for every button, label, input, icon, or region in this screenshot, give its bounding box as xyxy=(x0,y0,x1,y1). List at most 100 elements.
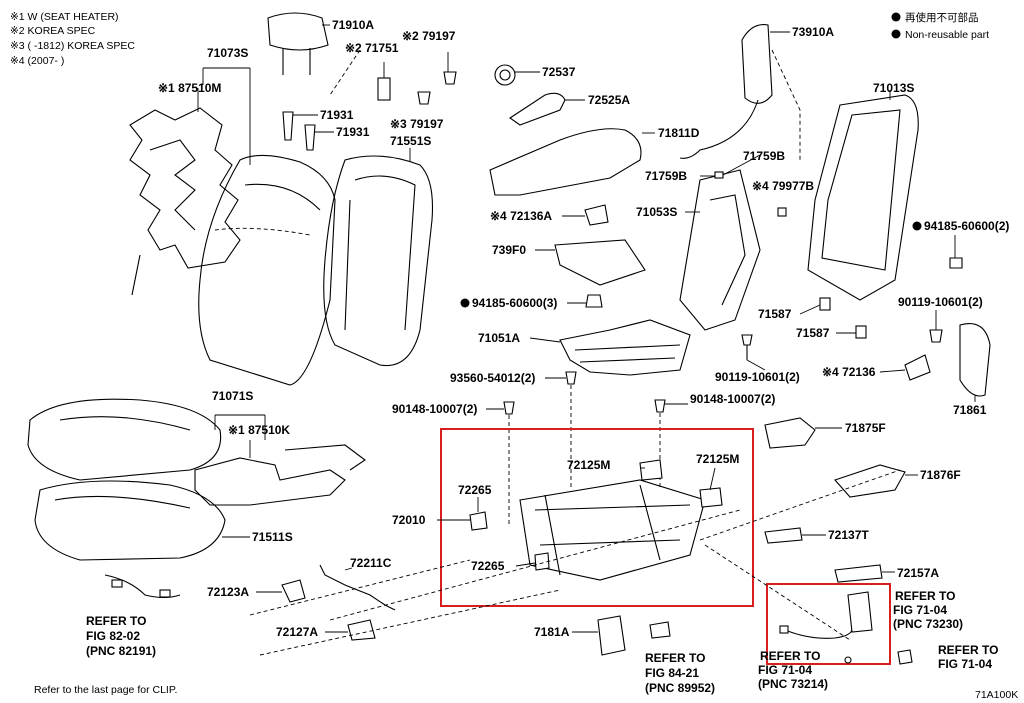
seat-heater-back-drawing xyxy=(129,88,241,296)
label-71511S: 71511S xyxy=(252,530,293,544)
label-72157A: 72157A xyxy=(897,566,939,580)
label-94185-a: 94185-60600(2) xyxy=(924,219,1009,233)
label-79197-b: ※3 79197 xyxy=(390,117,444,131)
label-71861: 71861 xyxy=(953,403,987,417)
ref-73230-line2: FIG 71-04 xyxy=(893,603,947,617)
label-94185-b: 94185-60600(3) xyxy=(472,296,557,310)
clip-72136-drawing xyxy=(879,323,991,402)
non-reusable-dot-icon xyxy=(891,12,901,22)
figure-code: 71A100K xyxy=(975,689,1018,701)
label-72265-a: 72265 xyxy=(458,483,492,497)
headrest-support-drawing xyxy=(282,111,334,151)
note-3: ※3 ( -1812) KOREA SPEC xyxy=(10,40,135,52)
seat-spring-drawing xyxy=(529,319,691,376)
seat-back-side-frame-drawing xyxy=(679,169,761,331)
ref-73214-line3: (PNC 73214) xyxy=(758,677,828,691)
label-73910A: 73910A xyxy=(792,25,834,39)
label-87510M: ※1 87510M xyxy=(158,81,221,95)
bolt-90119-drawing xyxy=(741,310,943,371)
cover-72123A-drawing xyxy=(256,579,306,603)
label-72265-b: 72265 xyxy=(471,559,505,573)
assembly-leader-line xyxy=(329,509,741,621)
assembly-leader-line xyxy=(249,559,471,616)
non-reusable-dot-icon xyxy=(460,298,470,308)
label-72136: ※4 72136 xyxy=(822,365,876,379)
label-71875F: 71875F xyxy=(845,421,886,435)
assembly-leader-line xyxy=(259,589,561,656)
ref-89952-line1: REFER TO xyxy=(645,651,705,665)
heater-wire-drawing xyxy=(104,574,181,599)
clip-72136A-drawing xyxy=(562,204,609,226)
seat-cushion-pad-drawing xyxy=(34,480,250,561)
recliner-cover-drawing xyxy=(489,64,655,196)
label-72127A: 72127A xyxy=(276,625,318,639)
label-71876F: 71876F xyxy=(920,468,961,482)
label-71587-b: 71587 xyxy=(796,326,830,340)
label-72136A: ※4 72136A xyxy=(490,209,552,223)
footer-note: Refer to the last page for CLIP. xyxy=(34,684,177,696)
legend-en: Non-reusable part xyxy=(905,29,989,41)
label-71051A: 71051A xyxy=(478,331,520,345)
label-739F0: 739F0 xyxy=(492,243,526,257)
label-71071S: 71071S xyxy=(212,389,253,403)
seat-back-cover-drawing xyxy=(198,67,336,386)
seat-belt-buckle-drawing xyxy=(779,591,913,665)
clip-71587-drawing xyxy=(799,297,867,339)
ref-73230-line1: REFER TO xyxy=(895,589,955,603)
ref-71-04-line1: REFER TO xyxy=(938,643,998,657)
label-72137T: 72137T xyxy=(828,528,869,542)
seat-belt-buckle-highlight xyxy=(766,583,891,665)
label-71759B-a: 71759B xyxy=(743,149,785,163)
ref-71-04-line2: FIG 71-04 xyxy=(938,657,992,671)
shield-71875F-drawing xyxy=(764,417,918,498)
label-71811D: 71811D xyxy=(658,126,700,140)
label-71587-a: 71587 xyxy=(758,307,792,321)
legend-jp: 再使用不可部品 xyxy=(905,11,979,24)
seat-adjuster-drawing xyxy=(437,459,723,581)
side-airbag-drawing xyxy=(679,24,801,160)
ref-82-02-line1: REFER TO xyxy=(86,614,146,628)
seat-adjuster-highlight xyxy=(440,428,754,607)
headrest-guide-drawing xyxy=(329,49,457,105)
ref-73214-line1: REFER TO xyxy=(760,649,820,663)
label-72125M-a: 72125M xyxy=(567,458,610,472)
cover-72137T-drawing xyxy=(764,527,895,583)
ref-82-02-line2: FIG 82-02 xyxy=(86,629,140,643)
headrest-drawing xyxy=(267,12,330,75)
seat-heater-cushion-drawing xyxy=(194,440,366,506)
seat-back-clips-drawing xyxy=(700,154,787,217)
label-93560: 93560-54012(2) xyxy=(450,371,535,385)
label-71751: ※2 71751 xyxy=(345,41,399,55)
label-72537: 72537 xyxy=(542,65,576,79)
ref-89952-line2: FIG 84-21 xyxy=(645,666,699,680)
nut-94185-drawing xyxy=(567,235,963,308)
assembly-leader-line xyxy=(699,469,901,541)
pad-739F0-drawing xyxy=(535,239,646,286)
label-87510K: ※1 87510K xyxy=(228,423,290,437)
label-90119-b: 90119-10601(2) xyxy=(715,370,800,384)
label-72125M-b: 72125M xyxy=(696,452,739,466)
label-72211C: 72211C xyxy=(350,556,392,570)
label-71931-b: 71931 xyxy=(336,125,370,139)
label-79197-a: ※2 79197 xyxy=(402,29,456,43)
label-90119-a: 90119-10601(2) xyxy=(898,295,983,309)
label-90148-a: 90148-10007(2) xyxy=(392,402,477,416)
ref-89952-line3: (PNC 89952) xyxy=(645,681,715,695)
note-1: ※1 W (SEAT HEATER) xyxy=(10,11,119,23)
label-71073S: 71073S xyxy=(207,46,248,60)
label-71759B-b: 71759B xyxy=(645,169,687,183)
label-79977B: ※4 79977B xyxy=(752,179,814,193)
label-7181A: 7181A xyxy=(534,625,570,639)
non-reusable-dot-icon xyxy=(891,29,901,39)
ref-73230-line3: (PNC 73230) xyxy=(893,617,963,631)
bolts-90148-drawing xyxy=(486,371,688,525)
rod-72211C-drawing xyxy=(319,564,396,611)
label-90148-b: 90148-10007(2) xyxy=(690,392,775,406)
seat-back-frame-drawing xyxy=(807,90,919,301)
ref-82-02-line3: (PNC 82191) xyxy=(86,644,156,658)
label-71551S: 71551S xyxy=(390,134,431,148)
seat-cushion-cover-drawing xyxy=(27,398,266,481)
label-72123A: 72123A xyxy=(207,585,249,599)
label-71910A: 71910A xyxy=(332,18,374,32)
